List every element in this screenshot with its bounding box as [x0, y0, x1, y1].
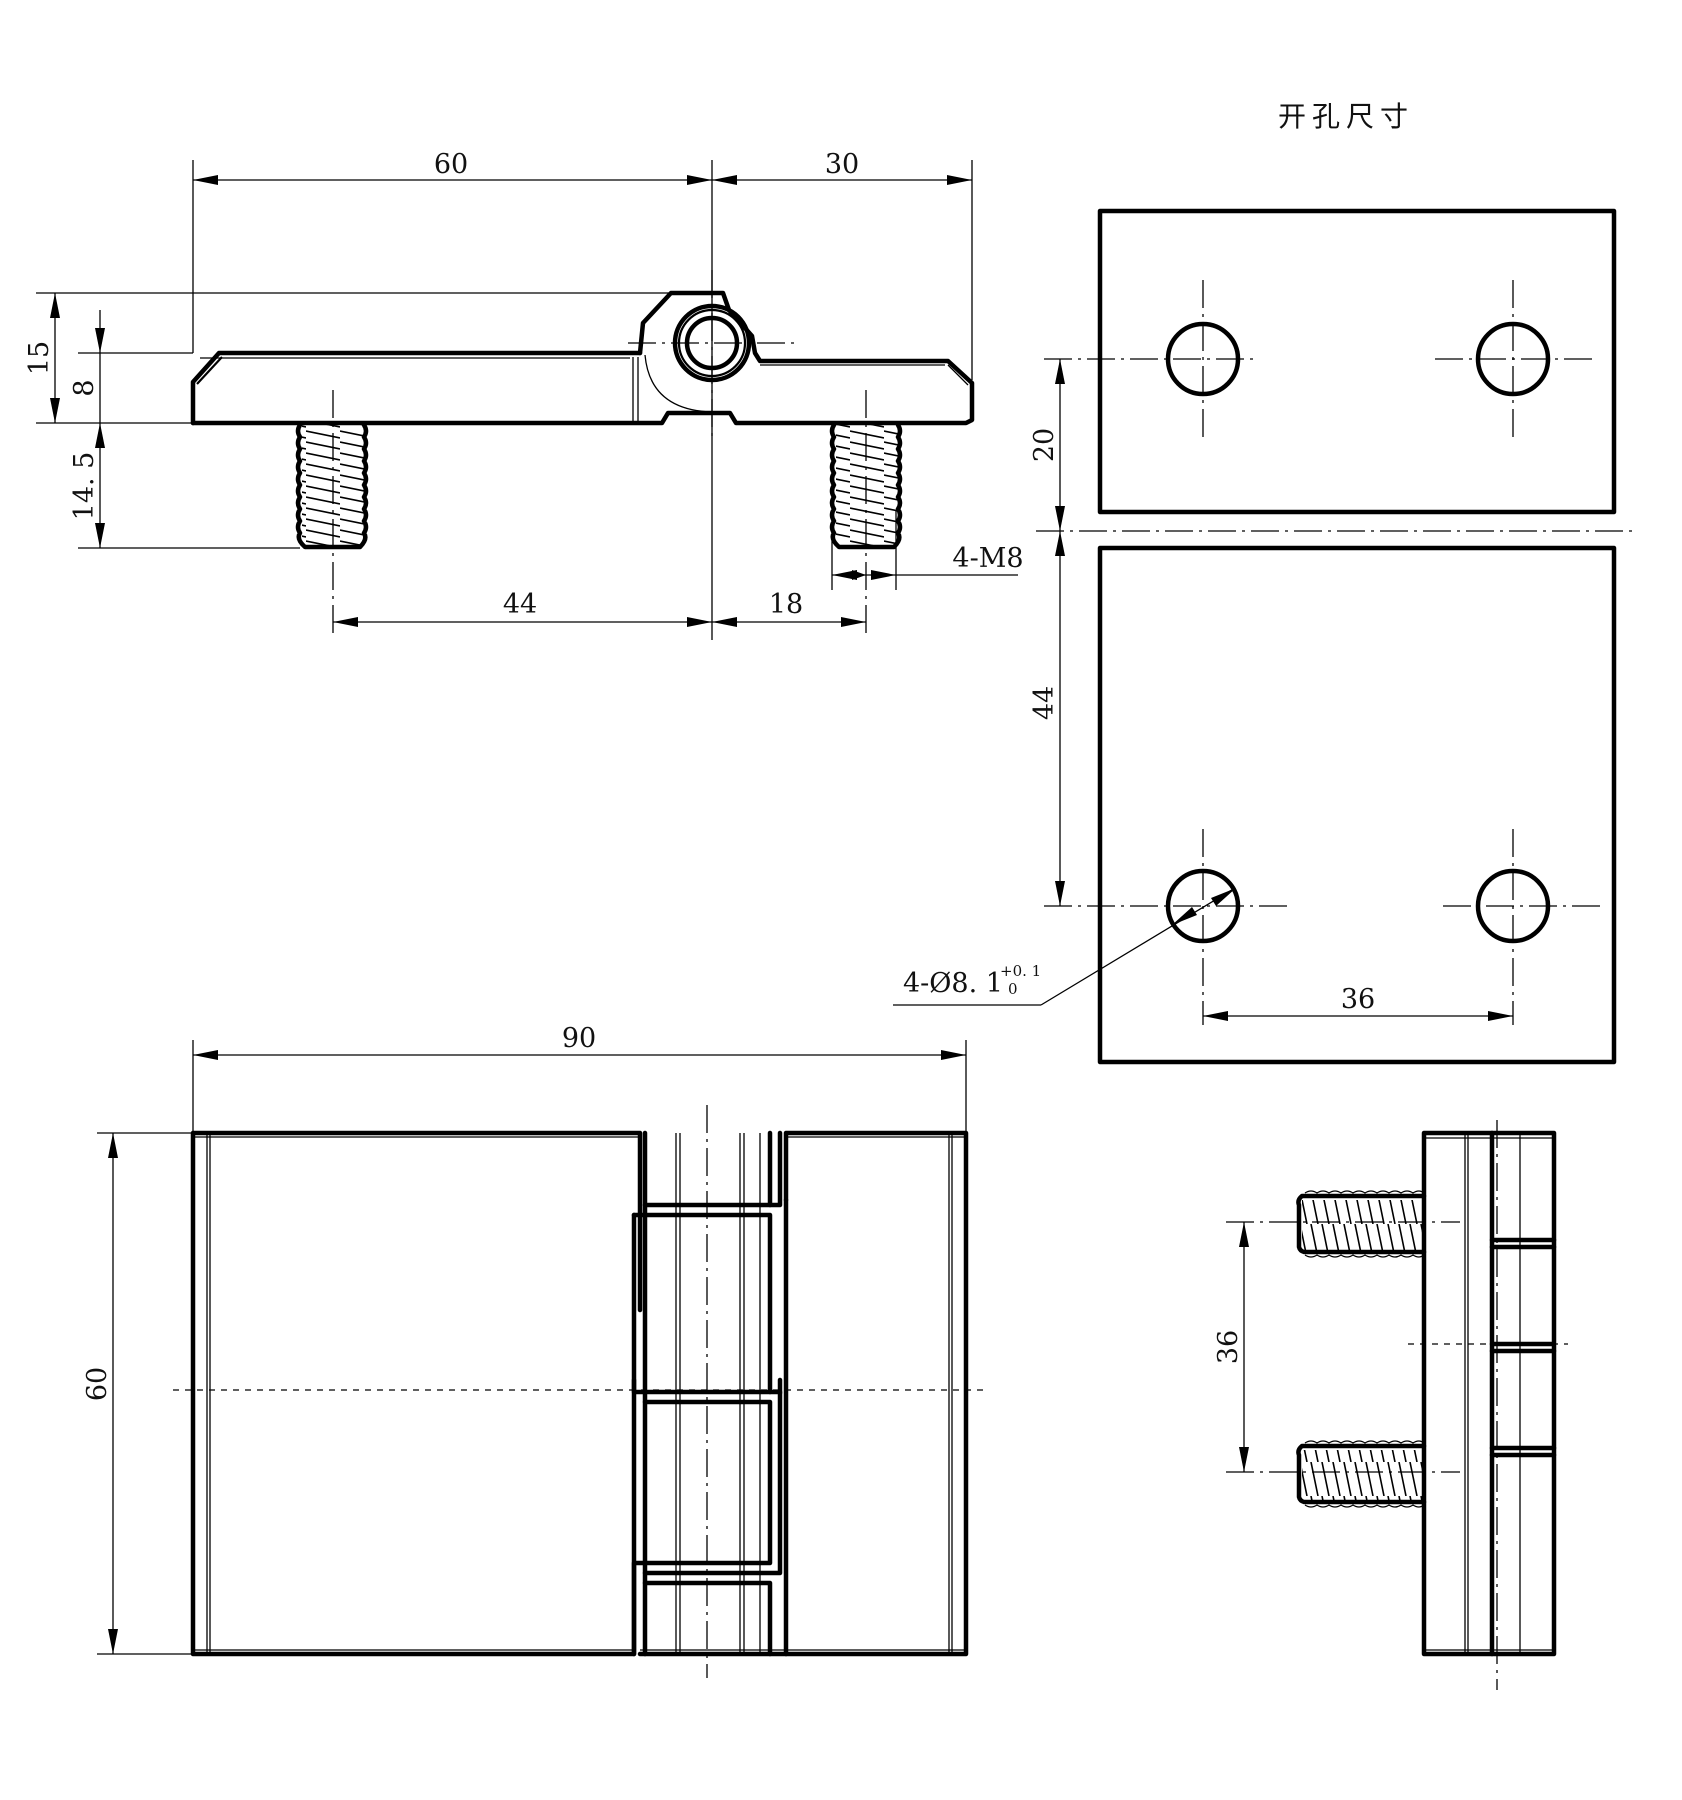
top-view: 60 30 15 8 14. 5	[24, 149, 1024, 640]
dim-hole-horizontal-pitch: 36	[1341, 984, 1375, 1015]
hole-callout: 4-Ø8. 1	[903, 968, 1003, 999]
hole-tolerance-lower: 0	[1008, 980, 1018, 998]
dim-leaf-thickness: 8	[69, 379, 100, 396]
dim-leaf-right-length: 30	[825, 149, 859, 180]
dim-overall-width: 90	[562, 1023, 596, 1054]
front-view: 90 60	[82, 1023, 985, 1678]
cutout-title: 开孔尺寸	[1278, 100, 1414, 133]
dim-overall-height-front: 60	[82, 1367, 113, 1401]
thread-callout: 4-M8	[952, 543, 1023, 574]
bolt-left-top-view	[295, 390, 369, 635]
dim-leaf-left-length: 60	[434, 149, 468, 180]
hole-tolerance-upper: +0. 1	[1000, 962, 1041, 980]
bolt-upper-side-view	[1296, 1190, 1427, 1258]
dim-overall-height: 15	[24, 341, 55, 375]
dim-bolt-length: 14. 5	[69, 452, 100, 521]
dim-bolt-right-offset: 18	[769, 589, 803, 620]
cutout-view: 开孔尺寸 20 44 36	[893, 100, 1634, 1065]
bolt-lower-side-view	[1296, 1440, 1427, 1508]
dim-bolt-left-offset: 44	[503, 589, 537, 620]
side-view: 36	[1213, 1120, 1568, 1690]
dim-hole-vertical-offset: 20	[1029, 428, 1060, 462]
dim-hole-vertical-pitch: 44	[1029, 686, 1060, 720]
dim-bolt-pitch-side: 36	[1213, 1330, 1244, 1364]
bolt-right-top-view	[829, 390, 903, 635]
